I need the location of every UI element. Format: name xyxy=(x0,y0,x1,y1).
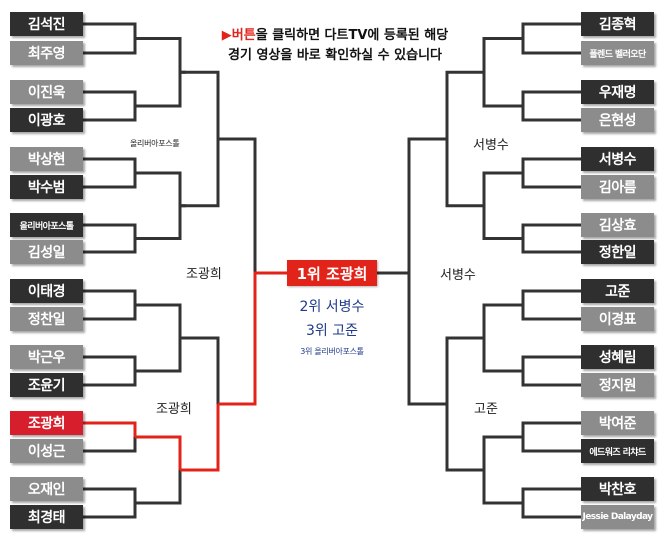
bracket-line-39 xyxy=(521,223,581,254)
right-player-10[interactable]: 이경표 xyxy=(581,307,654,331)
bracket-line-25 xyxy=(180,70,220,139)
bracket-line-52 xyxy=(482,435,523,505)
bracket-line-28 xyxy=(180,336,220,404)
notice-highlight: 버튼 xyxy=(231,28,256,43)
bracket-line-13 xyxy=(83,421,143,439)
bracket-line-7 xyxy=(83,223,143,240)
left-player-14[interactable]: 이성근 xyxy=(10,439,83,463)
result-third: 3위 고준 xyxy=(306,323,358,339)
right-player-1[interactable]: 김종혁 xyxy=(581,12,654,36)
left-player-6[interactable]: 박수범 xyxy=(10,175,83,199)
round-label-right-upper-sf: 서병수 xyxy=(473,138,509,153)
play-arrow-icon: ▶ xyxy=(221,28,232,43)
left-player-9[interactable]: 이태경 xyxy=(10,279,83,303)
bracket-line-29 xyxy=(180,404,220,472)
result-second: 2위 서병수 xyxy=(299,299,365,315)
bracket-line-20 xyxy=(135,205,182,240)
bracket-line-14 xyxy=(83,437,137,453)
left-player-15[interactable]: 오재인 xyxy=(10,477,83,501)
bracket-line-24 xyxy=(135,470,182,505)
bracket-line-5 xyxy=(83,157,143,175)
right-player-8[interactable]: 정한일 xyxy=(581,240,654,264)
bracket-line-6 xyxy=(83,173,137,189)
right-player-5[interactable]: 서병수 xyxy=(581,147,654,171)
round-label-left-lower-sf: 조광희 xyxy=(156,402,192,417)
right-player-7[interactable]: 김상효 xyxy=(581,213,654,237)
bracket-line-8 xyxy=(83,238,137,254)
bracket-line-45 xyxy=(521,421,581,453)
bracket-line-1 xyxy=(83,22,143,40)
bracket-line-10 xyxy=(83,305,137,321)
left-player-7[interactable]: 올리버아포스톨 xyxy=(10,213,83,237)
left-player-12[interactable]: 조윤기 xyxy=(10,373,83,397)
round-label-right-final: 서병수 xyxy=(440,268,476,283)
right-player-6[interactable]: 김아름 xyxy=(581,175,654,199)
bracket-line-23 xyxy=(135,435,186,472)
bracket-line-9 xyxy=(83,289,143,307)
notice-text: ▶버튼을 클릭하면 다트TV에 등록된 해당 경기 영상을 바로 확인하실 수 … xyxy=(170,26,500,66)
right-player-11[interactable]: 성혜림 xyxy=(581,345,654,369)
round-label-left-upper-final: 조광희 xyxy=(186,267,222,282)
bracket-line-21 xyxy=(135,303,186,340)
notice-line1: 을 클릭하면 다트TV에 등록된 해당 xyxy=(255,28,449,43)
left-player-11[interactable]: 박근우 xyxy=(10,345,83,369)
bracket-line-2 xyxy=(83,38,137,55)
bracket-line-32 xyxy=(218,271,287,406)
bracket-line-22 xyxy=(135,338,182,373)
champion-badge[interactable]: 1위 조광희 xyxy=(287,260,377,286)
right-player-15[interactable]: 박찬호 xyxy=(581,477,654,501)
round-label-left-upper-sf: 올리버아포스톨 xyxy=(130,139,180,148)
left-player-13[interactable]: 조광희 xyxy=(10,411,83,435)
result-third-b: 3위 올리버아포스톨 xyxy=(300,347,364,356)
bracket-line-47 xyxy=(521,487,581,519)
left-player-4[interactable]: 이광호 xyxy=(10,108,83,132)
right-player-3[interactable]: 우재명 xyxy=(581,80,654,104)
left-player-1[interactable]: 김석진 xyxy=(10,12,83,36)
bracket-line-35 xyxy=(521,90,581,122)
bracket-line-26 xyxy=(180,139,220,208)
notice-line2: 경기 영상을 바로 확인하실 수 있습니다 xyxy=(228,48,442,63)
right-player-9[interactable]: 고준 xyxy=(581,279,654,303)
right-player-2[interactable]: 폴렌드 벨러오단 xyxy=(581,41,654,65)
left-player-5[interactable]: 박상현 xyxy=(10,147,83,171)
bracket-line-50 xyxy=(482,171,523,240)
right-player-14[interactable]: 에드워즈 리챠드 xyxy=(581,439,654,463)
bracket-line-43 xyxy=(521,355,581,387)
bracket-line-4 xyxy=(83,106,137,122)
left-player-2[interactable]: 최주영 xyxy=(10,41,83,65)
round-label-right-lower-sf: 고준 xyxy=(474,402,498,417)
bracket-line-51 xyxy=(482,303,523,373)
bracket-line-3 xyxy=(83,90,143,108)
left-player-3[interactable]: 이진욱 xyxy=(10,80,83,104)
bracket-line-18 xyxy=(135,72,182,108)
bracket-line-11 xyxy=(83,355,143,373)
right-player-13[interactable]: 박여준 xyxy=(581,411,654,435)
bracket-line-33 xyxy=(521,22,581,55)
bracket-line-37 xyxy=(521,157,581,189)
bracket-line-41 xyxy=(521,289,581,321)
left-player-8[interactable]: 김성일 xyxy=(10,240,83,264)
right-player-4[interactable]: 은현성 xyxy=(581,108,654,132)
left-player-10[interactable]: 정찬일 xyxy=(10,307,83,331)
right-player-16[interactable]: Jessie Dalayday xyxy=(581,505,654,529)
bracket-line-31 xyxy=(218,137,257,273)
bracket-line-19 xyxy=(135,171,186,208)
bracket-line-12 xyxy=(83,371,137,387)
bracket-line-16 xyxy=(83,503,137,519)
left-player-16[interactable]: 최경태 xyxy=(10,505,83,529)
right-player-12[interactable]: 정지원 xyxy=(581,373,654,397)
bracket-line-15 xyxy=(83,487,143,505)
